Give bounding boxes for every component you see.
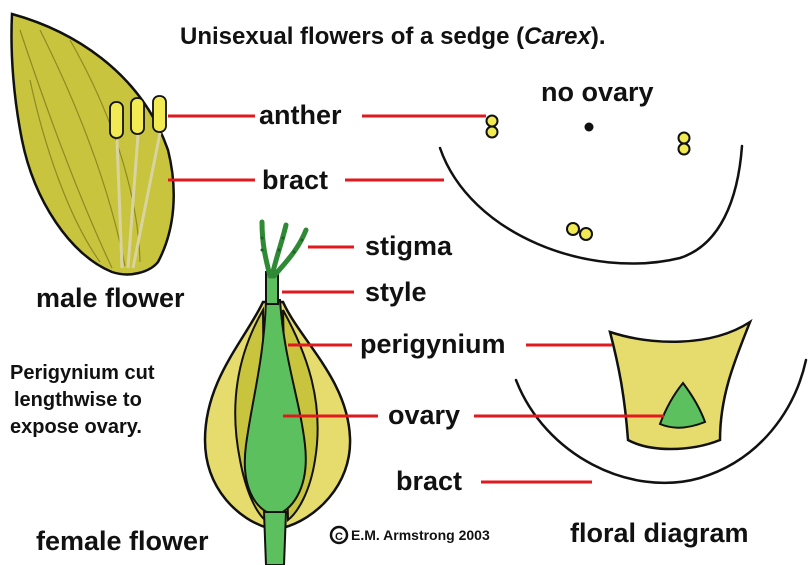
perigynium-note: Perigynium cut lengthwise to expose ovar… bbox=[10, 362, 155, 438]
label-stigma: stigma bbox=[365, 231, 453, 261]
label-male-flower: male flower bbox=[36, 283, 185, 313]
credit-text: E.M. Armstrong 2003 bbox=[351, 527, 490, 543]
note-line-2: lengthwise to bbox=[14, 389, 142, 411]
note-line-3: expose ovary. bbox=[10, 416, 142, 438]
label-bract-male: bract bbox=[262, 165, 328, 195]
label-female-flower: female flower bbox=[36, 526, 209, 556]
male-diagram-bract-arc bbox=[440, 146, 742, 264]
anther-3 bbox=[153, 96, 166, 132]
title-prefix: Unisexual flowers of a sedge ( bbox=[180, 23, 524, 50]
copyright-symbol: C bbox=[335, 531, 343, 543]
note-line-1: Perigynium cut bbox=[10, 362, 155, 384]
label-style: style bbox=[365, 277, 427, 307]
no-ovary-dot bbox=[585, 123, 594, 132]
label-no-ovary: no ovary bbox=[541, 77, 654, 107]
label-ovary: ovary bbox=[388, 400, 460, 430]
diagram-title: Unisexual flowers of a sedge (Carex). bbox=[180, 23, 606, 50]
title-genus: Carex bbox=[524, 23, 592, 50]
male-bract-shape bbox=[11, 14, 173, 274]
title-suffix: ). bbox=[591, 23, 606, 50]
anther-1 bbox=[110, 102, 123, 138]
anther-2 bbox=[131, 98, 144, 134]
male-floral-diagram bbox=[440, 116, 742, 264]
label-floral-diagram: floral diagram bbox=[570, 518, 749, 548]
label-perigynium: perigynium bbox=[360, 329, 506, 359]
male-flower-illustration bbox=[11, 14, 173, 274]
female-flower-illustration bbox=[205, 222, 350, 565]
label-bract-female: bract bbox=[396, 466, 462, 496]
stigmas bbox=[262, 222, 306, 276]
anthers bbox=[110, 96, 166, 138]
copyright-credit: C E.M. Armstrong 2003 bbox=[331, 527, 490, 543]
label-anther: anther bbox=[259, 100, 342, 130]
stalk-shape bbox=[264, 512, 286, 565]
diagram-anthers bbox=[487, 116, 690, 241]
